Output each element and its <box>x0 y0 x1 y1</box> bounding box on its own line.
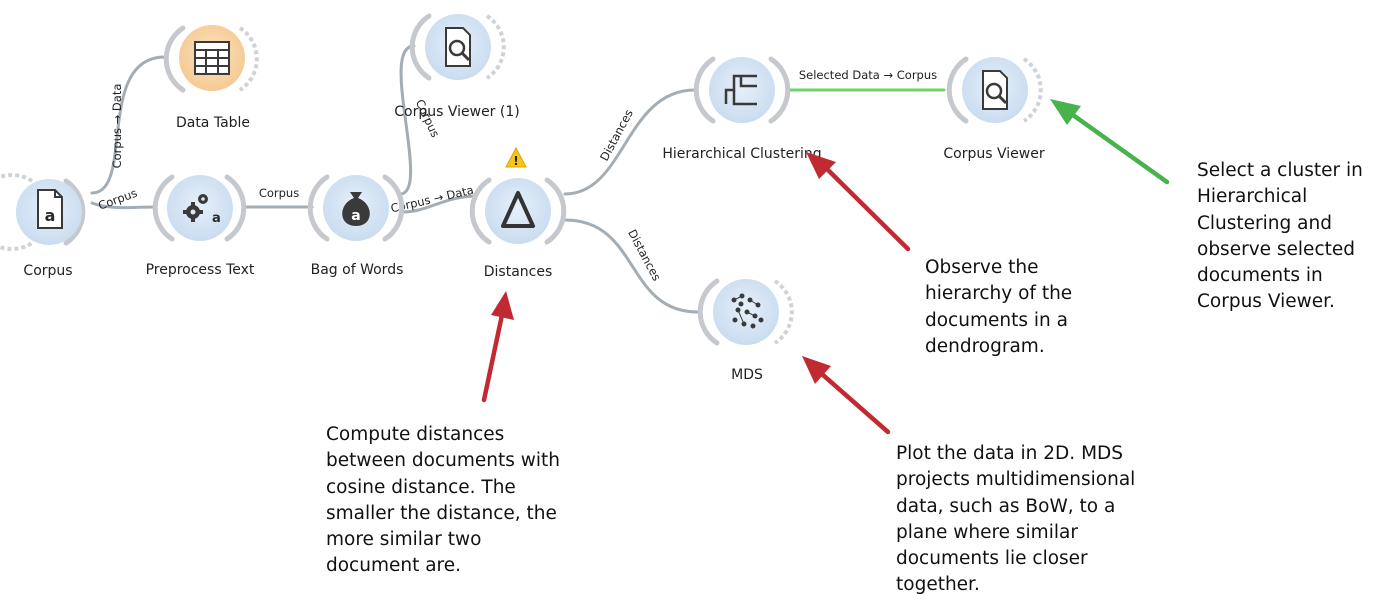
widget-mds[interactable]: MDS <box>697 278 794 383</box>
corpus-document-icon: a <box>37 189 63 229</box>
note-clustering: Observe the hierarchy of the documents i… <box>925 257 1073 357</box>
links <box>90 44 946 314</box>
gears-icon: a <box>183 194 221 226</box>
widget-data-table[interactable]: Data Table <box>163 25 259 131</box>
arrowhead-mds <box>802 356 831 384</box>
link-corpus-to-preprocess[interactable] <box>90 201 157 210</box>
scatter-points-icon <box>731 293 764 329</box>
widget-label-distances: Distances <box>484 264 553 280</box>
link-label-clustering-to-viewer: Selected Data → Corpus <box>799 68 937 82</box>
arrowhead-viewer <box>1050 99 1081 125</box>
money-bag-icon: a <box>342 192 370 226</box>
widget-hierarchical-clustering[interactable]: Hierarchical Clustering <box>662 56 822 162</box>
note-distances: Compute distances between documents with… <box>326 424 560 577</box>
link-distances-to-mds[interactable] <box>563 218 700 314</box>
widget-label-mds: MDS <box>731 367 763 383</box>
widget-corpus-viewer[interactable]: Corpus Viewer <box>943 56 1045 162</box>
widget-label-bag-of-words: Bag of Words <box>311 262 404 278</box>
widget-bag-of-words[interactable]: a Bag of Words <box>307 174 405 278</box>
widget-label-preprocess-text: Preprocess Text <box>146 262 255 278</box>
link-bow-to-viewer1[interactable] <box>398 44 416 196</box>
link-label-preprocess-to-bow: Corpus <box>259 186 299 200</box>
note-mds: Plot the data in 2D. MDS projects multid… <box>896 443 1136 596</box>
link-bow-to-distances[interactable] <box>400 194 476 214</box>
link-labels: Corpus → Data Corpus Corpus Corpus Corpu… <box>96 68 937 283</box>
widget-label-corpus: Corpus <box>23 263 72 279</box>
widget-distances[interactable]: ! Distances <box>469 146 567 280</box>
svg-text:a: a <box>45 206 56 225</box>
link-label-distances-to-mds: Distances <box>625 227 664 283</box>
note-viewer: Select a cluster in Hierarchical Cluster… <box>1197 160 1363 313</box>
svg-text:a: a <box>351 208 360 224</box>
document-magnifier-icon <box>445 27 471 67</box>
warning-mark: ! <box>513 154 518 168</box>
dendrogram-icon <box>724 74 757 106</box>
widget-corpus-viewer-1[interactable]: Corpus Viewer (1) <box>394 13 520 120</box>
widget-label-corpus-viewer-1: Corpus Viewer (1) <box>394 104 519 120</box>
widget-preprocess-text[interactable]: a Preprocess Text <box>146 174 255 278</box>
svg-text:a: a <box>212 211 221 226</box>
widget-corpus[interactable]: a Corpus <box>0 173 86 279</box>
widget-label-corpus-viewer: Corpus Viewer <box>943 146 1044 162</box>
warning-icon: ! <box>505 146 527 168</box>
widget-label-data-table: Data Table <box>176 115 250 131</box>
delta-icon <box>501 191 535 228</box>
document-magnifier-icon <box>982 70 1008 110</box>
arrowhead-distances <box>491 291 514 320</box>
table-icon <box>194 41 230 75</box>
widget-label-hierarchical-clustering: Hierarchical Clustering <box>662 146 821 162</box>
link-label-corpus-to-table: Corpus → Data <box>110 84 124 169</box>
arrowhead-clustering <box>806 152 836 179</box>
link-distances-to-clustering[interactable] <box>563 88 697 196</box>
link-corpus-to-table[interactable] <box>90 55 167 195</box>
annotation-arrows <box>481 99 1170 435</box>
